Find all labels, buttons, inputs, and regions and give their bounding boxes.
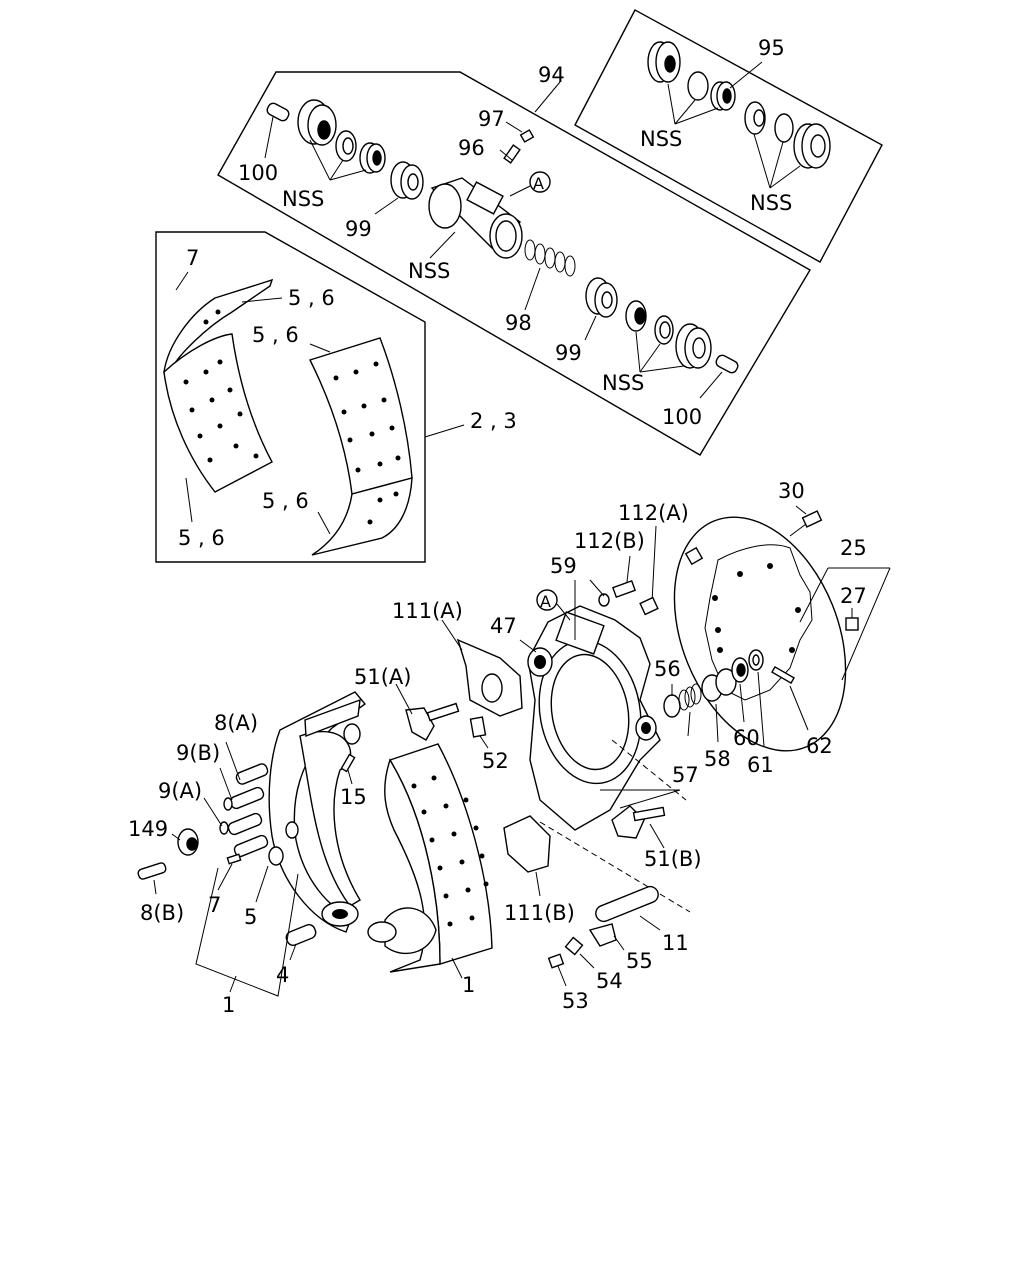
label-100-right: 100	[662, 405, 702, 429]
label-97: 97	[478, 107, 505, 131]
label-99-bottom: 99	[555, 341, 582, 365]
cam-bracket-group: 111(A) 51(A) 52 111(B) 51(B) 11 55 54 53	[354, 599, 702, 1013]
label-30: 30	[778, 479, 805, 503]
mark-a-plate: A	[540, 592, 551, 611]
label-98: 98	[505, 311, 532, 335]
label-25: 25	[840, 536, 867, 560]
label-4: 4	[276, 963, 289, 987]
label-94: 94	[538, 63, 565, 87]
label-1-right: 1	[462, 973, 475, 997]
label-111-b: 111(B)	[504, 901, 575, 925]
label-8-b: 8(B)	[140, 901, 184, 925]
label-57: 57	[672, 763, 699, 787]
label-52: 52	[482, 749, 509, 773]
label-96: 96	[458, 136, 485, 160]
label-100-left: 100	[238, 161, 278, 185]
label-62: 62	[806, 734, 833, 758]
label-1-left: 1	[222, 993, 235, 1017]
label-27: 27	[840, 584, 867, 608]
label-nss-cylinder: NSS	[408, 259, 450, 283]
label-54: 54	[596, 969, 623, 993]
label-15: 15	[340, 785, 367, 809]
label-5-6-c: 5 , 6	[262, 489, 309, 513]
label-5-6-a: 5 , 6	[288, 286, 335, 310]
label-5-6-b: 5 , 6	[252, 323, 299, 347]
label-2-3: 2 , 3	[470, 409, 517, 433]
label-60: 60	[733, 726, 760, 750]
label-7-kit: 7	[186, 246, 199, 270]
label-nss-left: NSS	[282, 187, 324, 211]
label-61: 61	[747, 753, 774, 777]
label-nss-right: NSS	[602, 371, 644, 395]
label-nss-kit-1: NSS	[640, 127, 682, 151]
anchor-plate-group: A 59 47 112(B) 112(A)	[490, 501, 691, 913]
label-nss-kit-2: NSS	[750, 191, 792, 215]
label-9-b: 9(B)	[176, 741, 220, 765]
label-47: 47	[490, 614, 517, 638]
label-111-a: 111(A)	[392, 599, 463, 623]
label-11: 11	[662, 931, 689, 955]
label-55: 55	[626, 949, 653, 973]
label-5: 5	[244, 905, 257, 929]
mark-a-cylinder: A	[533, 174, 544, 193]
label-51-a: 51(A)	[354, 665, 411, 689]
label-59: 59	[550, 554, 577, 578]
label-51-b: 51(B)	[644, 847, 702, 871]
label-99-top: 99	[345, 217, 372, 241]
label-95: 95	[758, 36, 785, 60]
label-112-b: 112(B)	[574, 529, 645, 553]
kit-95-group: 95 NSS NSS	[574, 9, 883, 263]
lining-kit-group: 2 , 3 7 5 , 6 5 , 6 5 , 6 5 , 6	[155, 231, 517, 563]
adjuster-group: 56 57 58 60 61 62	[654, 649, 833, 787]
label-5-6-d: 5 , 6	[178, 526, 225, 550]
label-8-a: 8(A)	[214, 711, 258, 735]
wheel-cylinder-94-group: 94 100 NSS 99 NSS	[217, 63, 811, 456]
label-56: 56	[654, 657, 681, 681]
label-149: 149	[128, 817, 168, 841]
shoe-assembly-group: 1 8(A) 9(B) 9(A) 149 8(B) 7 5	[128, 691, 493, 1017]
label-9-a: 9(A)	[158, 779, 202, 803]
label-58: 58	[704, 747, 731, 771]
label-112-a: 112(A)	[618, 501, 689, 525]
label-53: 53	[562, 989, 589, 1013]
